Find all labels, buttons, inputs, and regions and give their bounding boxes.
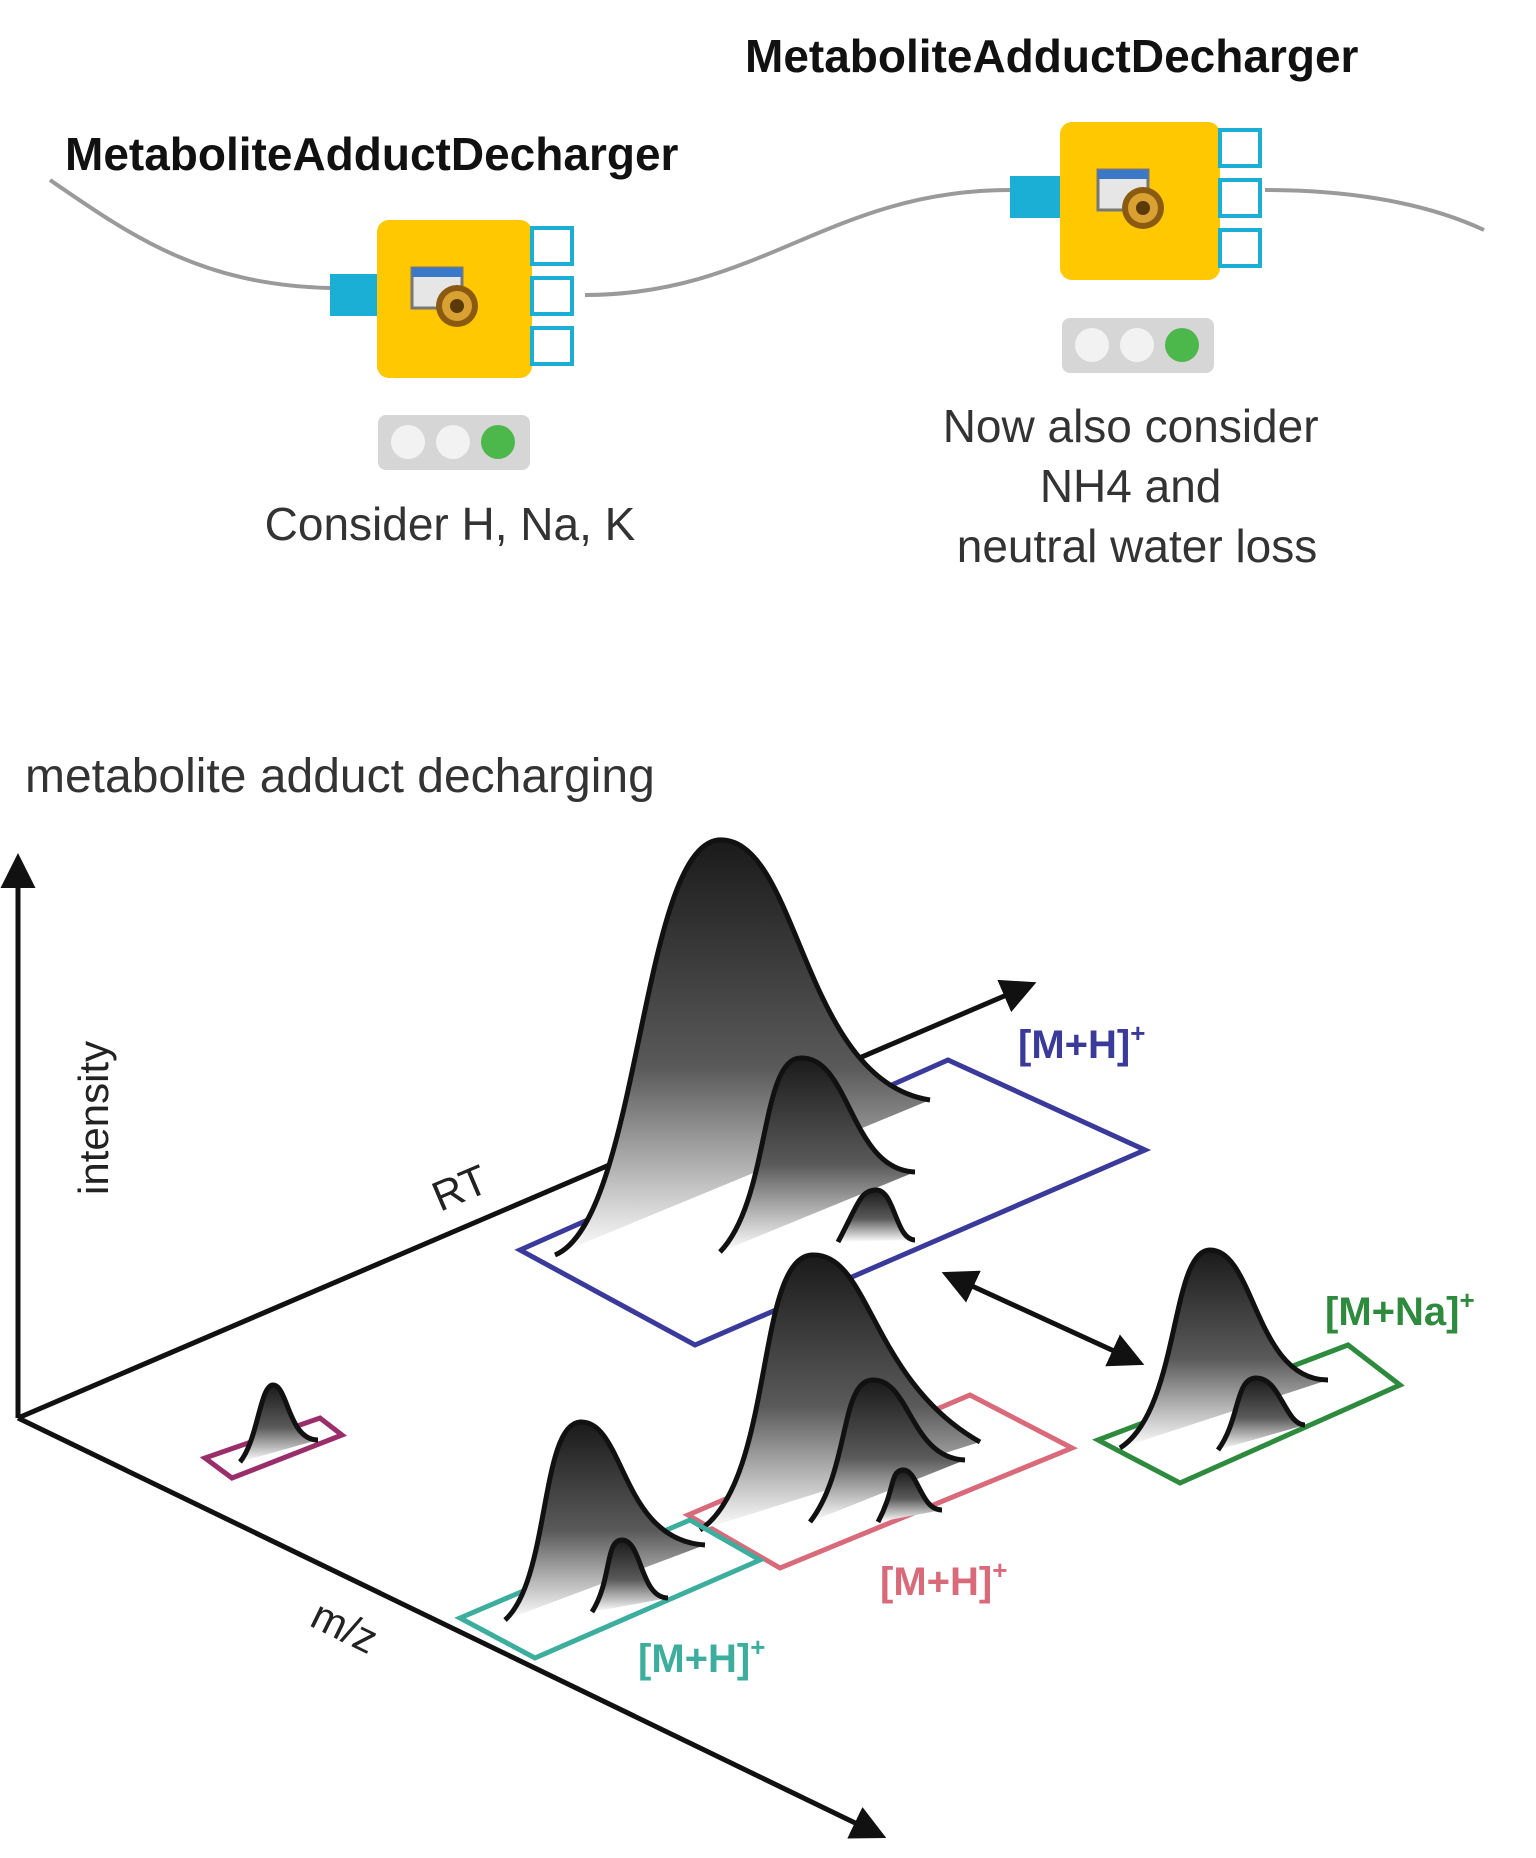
peak-blue-2 [718,1055,916,1254]
intensity-axis-label: intensity [70,1041,117,1195]
connection-in-left [48,178,331,290]
decharging-diagram: metabolite adduct decharging intensity R… [0,750,1475,1839]
peak-blue-1 [553,837,931,1258]
connection-between-nodes [584,188,1011,297]
peak-green-2 [1215,1375,1306,1452]
mz-axis [16,1415,887,1839]
peak-teal-1 [503,1419,706,1622]
node-2-title: MetaboliteAdductDecharger [745,30,1359,82]
connection-out-right [1264,188,1485,232]
node-2-output-port-2[interactable] [1218,178,1262,218]
peak-pink-2 [808,1377,966,1524]
node-1-output-port-1[interactable] [530,226,574,266]
workflow-section: MetaboliteAdductDecharger Consider H, Na… [48,30,1485,572]
double-headed-arrow-icon [941,1270,1145,1367]
node-1-traffic-light [378,415,530,470]
mz-axis-label: m/z [304,1591,385,1663]
workflow-node-2[interactable]: MetaboliteAdductDecharger Now also consi… [745,30,1359,572]
label-mh-teal: [M+H]+ [638,1632,765,1681]
peak-teal-2 [589,1537,669,1614]
node-2-caption: Now also consider NH4 and neutral water … [943,400,1332,572]
feature-mh-pink: [M+H]+ [682,1252,1078,1604]
workflow-node-1[interactable]: MetaboliteAdductDecharger Consider H, Na… [65,128,679,550]
node-1-title: MetaboliteAdductDecharger [65,128,679,180]
peak-purple-1 [237,1382,319,1464]
configure-window-gear-icon [1096,168,1164,229]
node-2-traffic-light [1062,318,1214,373]
peak-green-1 [1118,1247,1329,1451]
feature-mh-teal: [M+H]+ [454,1419,766,1681]
node-2-input-port[interactable] [1010,176,1060,218]
peak-blue-3 [835,1187,916,1244]
node-1-output-port-2[interactable] [530,276,574,316]
node-2-output-port-3[interactable] [1218,228,1262,268]
node-1-caption: Consider H, Na, K [265,498,636,550]
node-1-output-port-3[interactable] [530,326,574,366]
peak-pink-3 [875,1467,943,1524]
diagram-title: metabolite adduct decharging [25,750,655,803]
label-mh-blue: [M+H]+ [1018,1018,1145,1067]
feature-mna-green: [M+Na]+ [1091,1247,1475,1486]
configure-window-gear-icon [410,266,478,327]
feature-small-purple [199,1382,348,1481]
label-mna-green: [M+Na]+ [1325,1285,1475,1334]
label-mh-pink: [M+H]+ [880,1555,1007,1604]
node-2-output-port-1[interactable] [1218,128,1262,168]
node-1-input-port[interactable] [330,274,377,316]
rt-axis-label: RT [425,1155,494,1220]
feature-mh-blue: [M+H]+ [514,837,1152,1348]
